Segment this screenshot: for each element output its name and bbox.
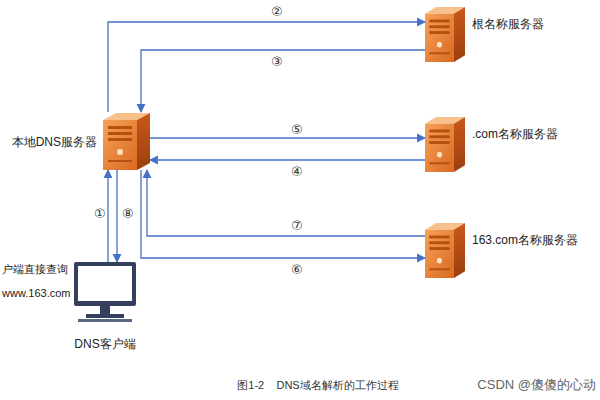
node-label: DNS客户端: [74, 336, 135, 352]
domain-server: 163.com名称服务器: [425, 222, 465, 278]
local-dns-server: 本地DNS服务器: [103, 112, 150, 170]
query-arrow: [141, 170, 425, 258]
step-number: ④: [290, 164, 304, 179]
dns-client: DNS客户端: [72, 262, 138, 324]
root-server: 根名称服务器: [425, 6, 465, 62]
node-label: .com名称服务器: [472, 126, 558, 142]
server-icon: [425, 222, 465, 278]
query-arrow: [141, 50, 425, 112]
query-arrow: [116, 170, 117, 262]
node-label: 根名称服务器: [472, 16, 544, 32]
watermark: CSDN @傻傻的心动: [477, 377, 596, 393]
query-arrow: [107, 170, 108, 262]
figure-caption: 图1-2 DNS域名解析的工作过程: [237, 378, 398, 392]
step-number: ②: [270, 4, 284, 19]
step-number: ①: [93, 206, 107, 221]
step-number: ⑤: [290, 122, 304, 137]
step-number: ③: [270, 54, 284, 69]
query-arrow: [147, 170, 425, 236]
query-domain: www.163.com: [2, 286, 70, 300]
node-label: 163.com名称服务器: [472, 232, 578, 248]
step-number: ⑦: [290, 218, 304, 233]
server-icon: [425, 116, 465, 172]
query-arrow: [150, 137, 425, 138]
step-number: ⑧: [121, 206, 135, 221]
query-arrow: [108, 22, 425, 112]
server-icon: [103, 112, 150, 170]
query-note: 户端直接查询: [2, 262, 68, 276]
server-icon: [425, 6, 465, 62]
step-number: ⑥: [290, 262, 304, 277]
query-arrow: [150, 159, 425, 160]
node-label: 本地DNS服务器: [12, 134, 97, 150]
com-server: .com名称服务器: [425, 116, 465, 172]
computer-icon: [72, 262, 138, 324]
